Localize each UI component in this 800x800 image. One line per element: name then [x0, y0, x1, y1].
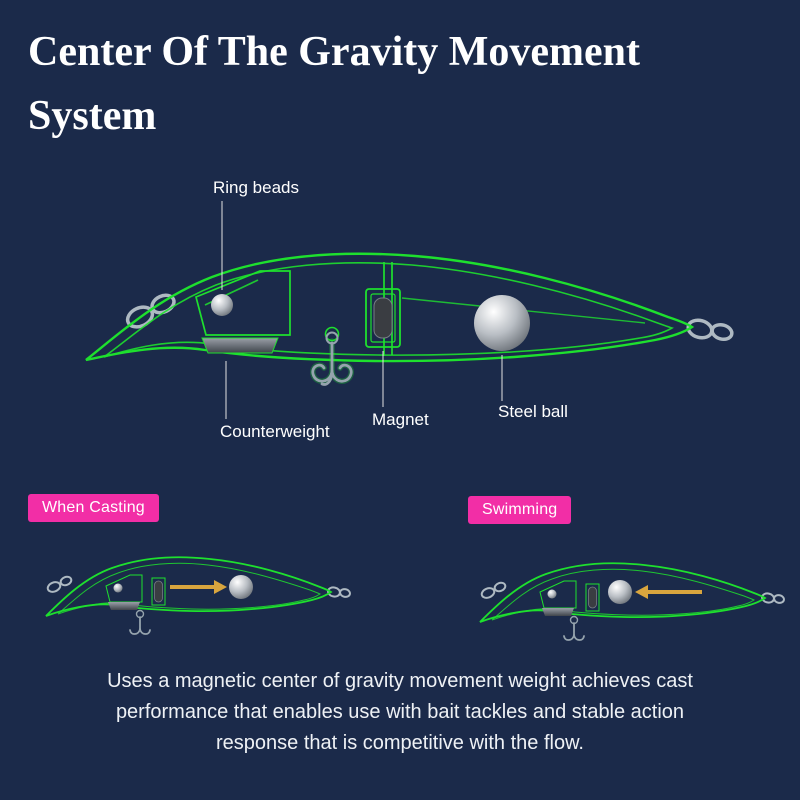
label-steel-ball: Steel ball	[498, 402, 568, 421]
magnet-capsule	[588, 586, 597, 609]
magnet-assembly	[365, 288, 401, 348]
description-line1: Uses a magnetic center of gravity moveme…	[107, 670, 693, 692]
lure-body-outline	[45, 556, 333, 617]
counterweight-bar	[201, 337, 279, 354]
treble-hook-icon	[563, 615, 585, 641]
ring-bead-ball	[547, 589, 557, 599]
bead-chamber-lines	[105, 574, 143, 603]
page-title-line1: Center Of The Gravity Movement	[28, 29, 640, 75]
movement-arrow	[170, 580, 227, 594]
magnet-assembly	[585, 583, 600, 612]
bead-chamber-lines	[539, 580, 577, 609]
main-lure-diagram: Ring beads Counterweight Magnet Steel ba…	[85, 178, 734, 441]
description-text: Uses a magnetic center of gravity moveme…	[0, 666, 800, 759]
page-title: Center Of The Gravity Movement System	[28, 20, 772, 148]
steel-ball	[474, 295, 530, 351]
steel-ball	[229, 575, 253, 599]
ring-bead-ball	[211, 294, 233, 316]
treble-hook-icon	[310, 326, 354, 386]
page-title-line2: System	[28, 93, 157, 139]
description-line2: performance that enables use with bait t…	[115, 701, 685, 723]
lure-body-outline	[479, 562, 767, 623]
steel-ball	[608, 580, 632, 604]
label-counterweight: Counterweight	[220, 422, 330, 441]
description-line3: response that is competitive with the fl…	[216, 732, 584, 754]
split-ring-icon-left	[480, 581, 507, 599]
bead-chamber-lines	[194, 270, 291, 336]
split-ring-icon-left	[46, 575, 73, 593]
counterweight-bar	[108, 602, 140, 610]
counterweight-bar	[542, 608, 574, 616]
magnet-capsule	[373, 297, 393, 339]
magnet-capsule	[154, 580, 163, 603]
badge-swimming: Swimming	[468, 496, 572, 524]
label-magnet: Magnet	[372, 410, 429, 429]
treble-hook-icon	[129, 609, 151, 635]
magnet-assembly	[151, 577, 166, 606]
label-ring-beads: Ring beads	[213, 178, 299, 197]
split-ring-icon-right	[686, 318, 734, 341]
ring-bead-ball	[113, 583, 123, 593]
label-lines	[221, 201, 503, 419]
movement-arrow	[635, 585, 702, 599]
badge-when-casting: When Casting	[28, 494, 159, 522]
mini-lure-swimming-diagram	[479, 562, 785, 641]
mini-lure-casting-diagram	[45, 556, 351, 635]
